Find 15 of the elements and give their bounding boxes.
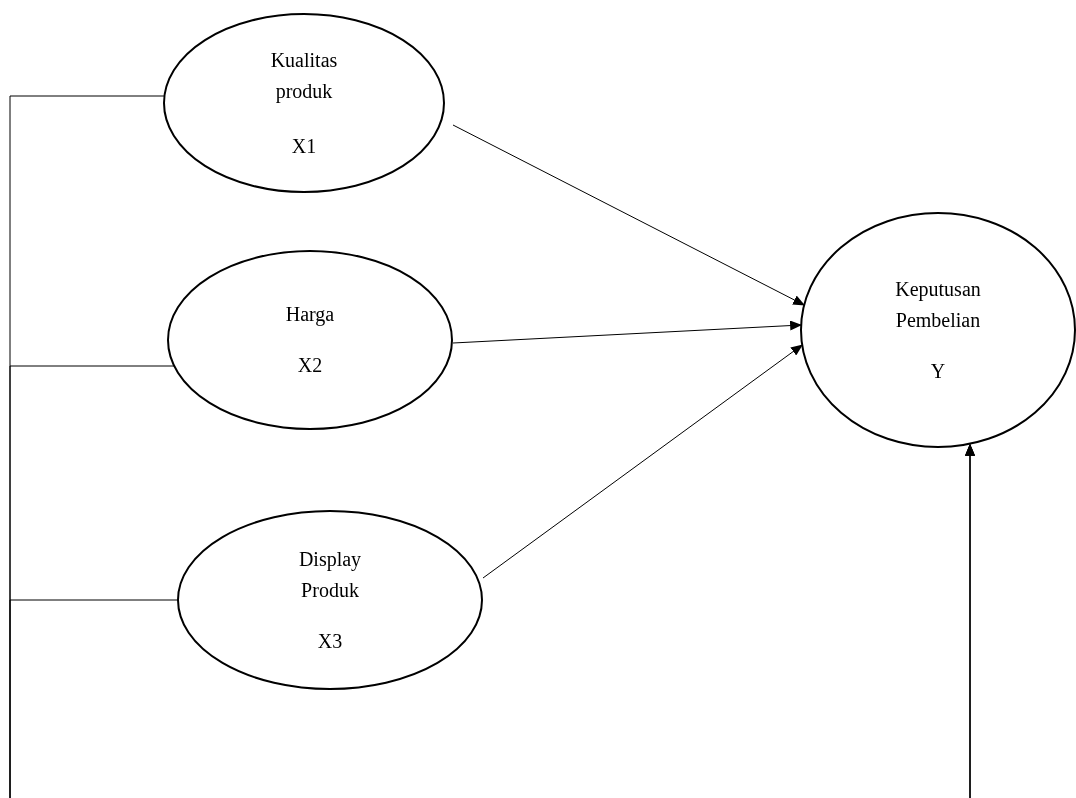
arrow	[482, 344, 803, 579]
variable-name: Harga	[284, 302, 336, 328]
variable-code: X3	[316, 628, 344, 654]
arrow	[452, 124, 806, 306]
variable-name: Keputusan Pembelian	[894, 276, 982, 333]
variable-ellipse	[163, 13, 445, 193]
variable-name: Display Produk	[297, 546, 363, 603]
arrow	[9, 443, 975, 798]
variable-ellipse	[177, 510, 483, 690]
variable-code: X1	[290, 133, 318, 159]
variable-ellipse	[800, 212, 1076, 448]
variable-ellipse	[167, 250, 453, 430]
variable-name: Kualitas produk	[269, 47, 339, 105]
variable-code: Y	[929, 358, 947, 384]
variable-code: X2	[296, 353, 324, 378]
